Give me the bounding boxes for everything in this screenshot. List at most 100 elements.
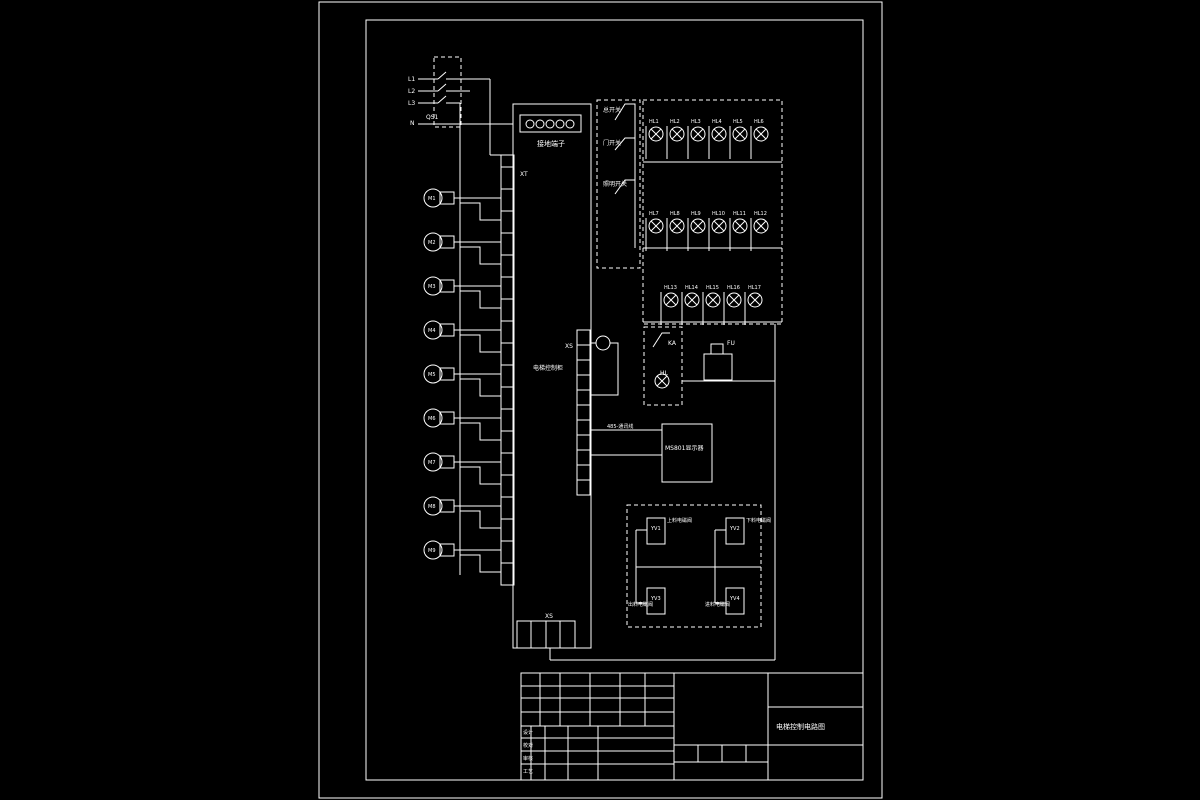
supply-group: L1 L2 L3 N QS1 (408, 56, 513, 575)
lamp-label: HL12 (754, 211, 767, 217)
lamp-hl9: HL9 (687, 211, 706, 251)
controller-box (661, 423, 713, 483)
motor-label: M4 (428, 328, 436, 334)
lamp-label: HL8 (670, 211, 680, 217)
lamp-hl17: HL17 (744, 285, 763, 325)
lamp-label: HL16 (727, 285, 740, 291)
lamp-hl6: HL6 (750, 119, 769, 159)
lamp-hl10: HL10 (708, 211, 727, 251)
lamp-label: HL5 (733, 119, 743, 125)
switch-label-3: 照明开关 (603, 180, 627, 188)
valve-yv1 (646, 517, 666, 545)
lamp-hl1: HL1 (645, 119, 664, 159)
alarm-lamp (654, 373, 670, 389)
tb-row-3: 审核 (523, 755, 533, 762)
lamp-label: HL17 (748, 285, 761, 291)
motor-label: M9 (428, 548, 436, 554)
motor-label: M7 (428, 460, 436, 466)
phase-label-2: L2 (408, 88, 415, 95)
alarm-relay-label: KA (668, 340, 677, 347)
valve-yv2-note: 下料电磁阀 (746, 517, 771, 524)
lamp-hl13: HL13 (660, 285, 679, 325)
tb-row-2: 校对 (523, 742, 533, 749)
alarm-box (643, 326, 683, 406)
motor-7: M7 (423, 452, 501, 485)
motor-8: M8 (423, 496, 501, 529)
terminal-stack-left (500, 154, 515, 586)
lamp-hl4: HL4 (708, 119, 727, 159)
motor-1: M1 (423, 188, 501, 221)
lamp-label: HL1 (649, 119, 659, 125)
outer-frame (318, 1, 883, 799)
lamp-hl16: HL16 (723, 285, 742, 325)
lamp-label: HL9 (691, 211, 701, 217)
terminal-bottom-label: XS (545, 613, 553, 620)
motor-3: M3 (423, 276, 501, 309)
neutral-label: N (410, 120, 415, 127)
motor-4: M4 (423, 320, 501, 353)
lamp-label: HL10 (712, 211, 725, 217)
motor-label: M5 (428, 372, 436, 378)
lamp-hl7: HL7 (645, 211, 664, 251)
switch-box (596, 99, 641, 269)
tb-row-1: 设计 (523, 729, 533, 736)
inner-frame (365, 19, 864, 781)
lamp-hl14: HL14 (681, 285, 700, 325)
lamp-label: HL3 (691, 119, 701, 125)
valve-yv1-label: YV1 (650, 526, 661, 532)
lamp-hl5: HL5 (729, 119, 748, 159)
valve-yv4 (725, 587, 745, 615)
lamp-label: HL15 (706, 285, 719, 291)
lamp-label: HL13 (664, 285, 677, 291)
breaker-label: QS1 (426, 114, 439, 121)
motor-6: M6 (423, 408, 501, 441)
terminal-top-label: XT (520, 171, 528, 178)
lamp-hl3: HL3 (687, 119, 706, 159)
phase-label-3: L3 (408, 100, 415, 107)
terminal-mid-label: XS (565, 343, 573, 350)
fuse-label: FU (727, 340, 735, 347)
valve-yv2-label: YV2 (729, 526, 740, 532)
motor-5: M5 (423, 364, 501, 397)
lamp-hl2: HL2 (666, 119, 685, 159)
lamp-hl15: HL15 (702, 285, 721, 325)
valve-yv4-note: 进料电磁阀 (705, 601, 730, 608)
valve-yv2 (725, 517, 745, 545)
lamp-label: HL2 (670, 119, 680, 125)
motor-label: M6 (428, 416, 436, 422)
valve-yv3-note: 出料电磁阀 (628, 601, 653, 608)
terminal-stack-mid (576, 329, 591, 496)
valve-yv3-label: YV3 (650, 596, 661, 602)
drawing-title: 电梯控制电路图 (776, 722, 825, 731)
switch-label-1: 总开关 (603, 106, 621, 114)
phase-label-1: L1 (408, 76, 415, 83)
valve-box (626, 504, 762, 628)
motor-label: M2 (428, 240, 436, 246)
lamp-hl8: HL8 (666, 211, 685, 251)
motor-label: M1 (428, 196, 436, 202)
meter-icon (595, 335, 611, 351)
motor-9: M9 (423, 540, 501, 573)
motor-label: M3 (428, 284, 436, 290)
lamp-hl11: HL11 (729, 211, 748, 251)
tb-row-4: 工艺 (523, 769, 533, 775)
fuse (703, 353, 733, 381)
valve-yv4-label: YV4 (729, 596, 740, 602)
switch-label-2: 门开关 (603, 139, 621, 147)
terminal-ticks (501, 166, 590, 564)
lamp-label: HL6 (754, 119, 764, 125)
motor-2: M2 (423, 232, 501, 265)
control-panel (512, 103, 592, 649)
lamp-label: HL14 (685, 285, 698, 291)
alarm-lamp-label: HL (660, 370, 669, 377)
grounding-label: 接地端子 (537, 139, 565, 148)
controller-label: MS801显示器 (665, 445, 703, 452)
valve-yv1-note: 上料电磁阀 (667, 517, 692, 524)
signal-label: 485-通讯线 (607, 423, 633, 430)
grounding-bar (519, 114, 582, 133)
panel-label: 电梯控制柜 (533, 364, 563, 372)
lamp-label: HL7 (649, 211, 659, 217)
